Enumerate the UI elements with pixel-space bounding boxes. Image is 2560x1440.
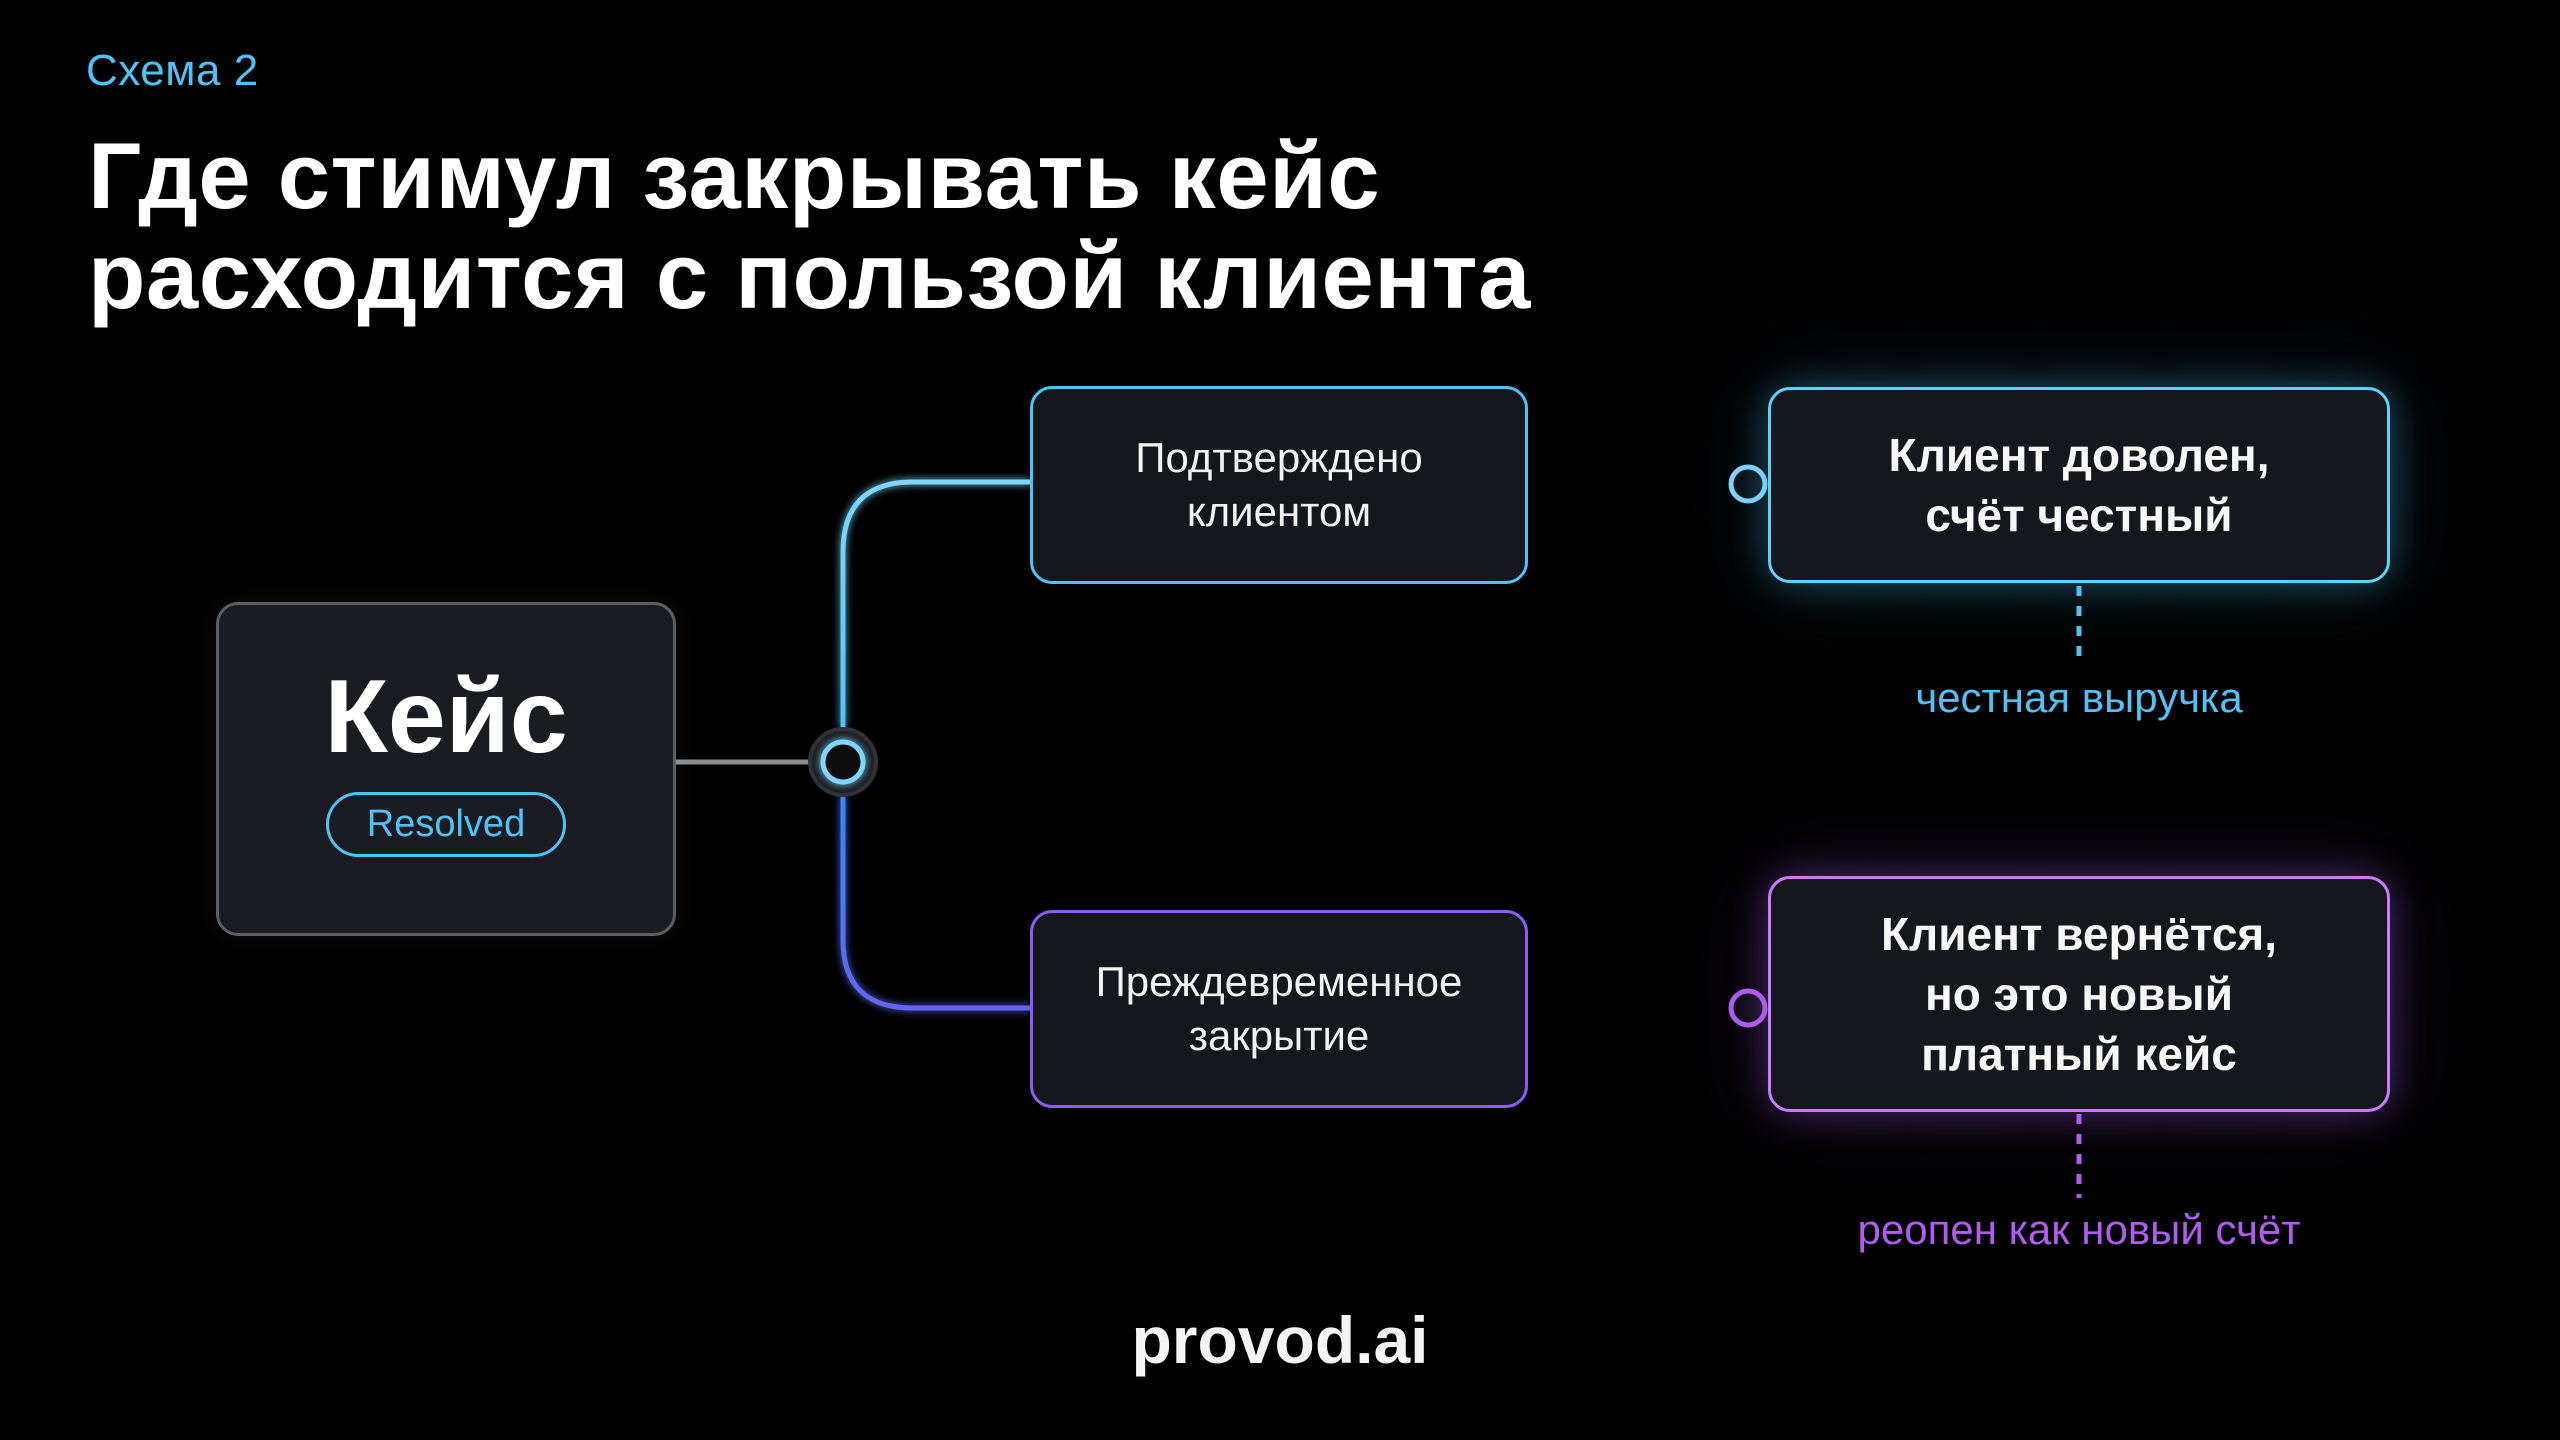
status-badge: Resolved xyxy=(325,791,567,857)
branch-confirmed-node: Подтверждено клиентом xyxy=(1030,386,1528,584)
case-node: Кейс Resolved xyxy=(216,602,676,936)
hub-to-top-line xyxy=(840,479,1030,728)
brand-logo: provod.ai xyxy=(1131,1303,1429,1377)
branch-premature-line-1: Преждевременное xyxy=(1095,958,1463,1005)
case-title: Кейс xyxy=(324,658,568,775)
outcome-satisfied-line-1: Клиент доволен, xyxy=(1888,429,2270,481)
outcome-return-line-3: платный кейс xyxy=(1921,1028,2237,1080)
outcome-return-line-1: Клиент вернётся, xyxy=(1880,908,2278,960)
outcome-return-line-2: но это новый xyxy=(1925,968,2233,1020)
schema-label: Схема 2 xyxy=(86,46,259,95)
page-title-line-1: Где стимул закрывать кейс xyxy=(88,123,1381,228)
outcome-satisfied-node: Клиент доволен, счёт честный xyxy=(1768,387,2390,583)
hub-to-bottom-line xyxy=(840,796,1030,1011)
top-outcome-port xyxy=(1728,464,1768,504)
bottom-outcome-port xyxy=(1728,988,1768,1028)
note-honest-revenue: честная выручка xyxy=(1915,674,2243,721)
page-title-line-2: расходится с пользой клиента xyxy=(88,223,1531,328)
branch-premature-node: Преждевременное закрытие xyxy=(1030,910,1528,1108)
branch-premature-line-2: закрытие xyxy=(1188,1012,1370,1059)
note-reopen-new-invoice: реопен как новый счёт xyxy=(1857,1206,2301,1253)
branch-confirmed-line-1: Подтверждено xyxy=(1135,434,1423,481)
outcome-return-node: Клиент вернётся, но это новый платный ке… xyxy=(1768,876,2390,1112)
outcome-satisfied-line-2: счёт честный xyxy=(1925,489,2233,541)
page-title: Где стимул закрывать кейс расходится с п… xyxy=(88,126,1531,326)
branch-confirmed-line-2: клиентом xyxy=(1186,488,1372,535)
hub-node xyxy=(820,739,866,785)
